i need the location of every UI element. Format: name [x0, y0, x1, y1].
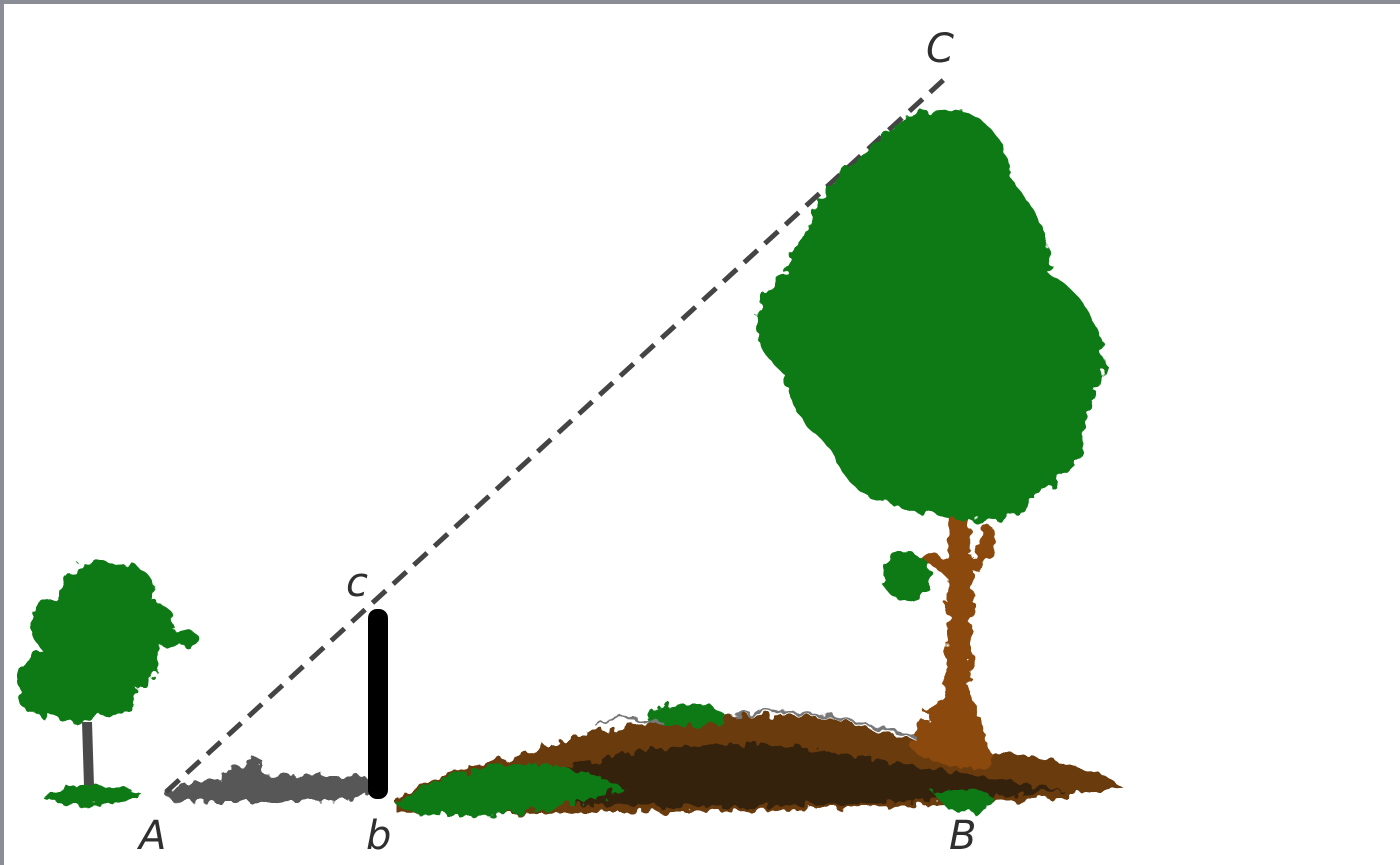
large-tree-trunk — [912, 504, 996, 769]
label-point-C: C — [926, 26, 954, 72]
small-tree-grass — [44, 786, 144, 805]
sight-line — [164, 72, 952, 794]
grass-patch-top — [644, 703, 725, 727]
small-tree-canopy — [18, 561, 198, 722]
grass-patch-right — [934, 787, 994, 813]
diagram-frame: A b c C B — [4, 4, 1400, 865]
label-point-B: B — [949, 813, 976, 859]
tree-height-measurement-diagram: A b c C B — [18, 26, 1122, 859]
measuring-stick — [368, 609, 388, 799]
large-tree-side-foliage — [882, 552, 932, 601]
small-tree-trunk — [82, 722, 94, 786]
label-point-A: A — [136, 813, 166, 859]
large-tree-canopy — [756, 108, 1104, 521]
observer-figure — [164, 758, 373, 803]
ground-strip — [396, 703, 1122, 816]
label-point-b: b — [366, 813, 391, 859]
ground-outline — [593, 717, 665, 726]
grass-patch-left — [396, 763, 624, 816]
ground-outline-right — [733, 709, 935, 746]
label-point-c: c — [346, 560, 368, 606]
large-tree — [756, 108, 1104, 769]
dark-soil-patch — [504, 744, 1064, 807]
small-tree — [18, 561, 198, 805]
